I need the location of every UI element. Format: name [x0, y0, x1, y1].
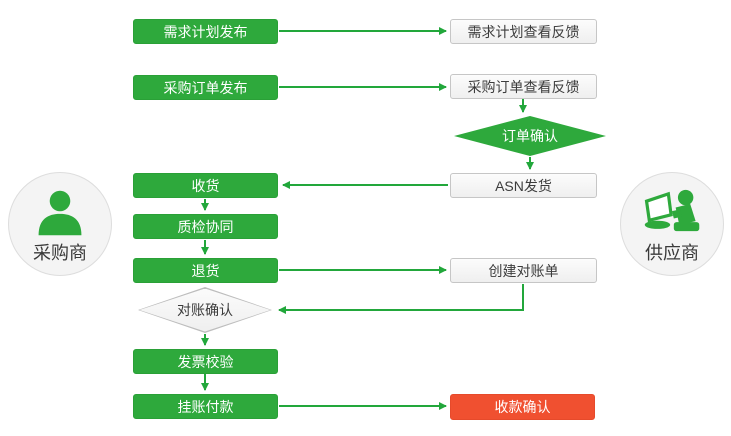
- diamond-label: 对账确认: [139, 288, 271, 332]
- flow-node-asn-ship: ASN发货: [450, 173, 597, 198]
- buyer-label: 采购商: [33, 243, 87, 263]
- flow-node-receive-goods: 收货: [133, 173, 278, 198]
- buyer-actor: 采购商: [8, 172, 112, 276]
- flow-node-payment-confirm: 收款确认: [450, 394, 595, 420]
- flow-node-demand-plan-feedback: 需求计划查看反馈: [450, 19, 597, 44]
- supplier-label: 供应商: [645, 243, 699, 263]
- flow-node-po-publish: 采购订单发布: [133, 75, 278, 100]
- flow-node-quality-collab: 质检协同: [133, 214, 278, 239]
- flow-node-order-confirm: 订单确认: [454, 116, 606, 156]
- flow-node-book-payment: 挂账付款: [133, 394, 278, 419]
- flow-node-return-goods: 退货: [133, 258, 278, 283]
- flow-node-create-statement: 创建对账单: [450, 258, 597, 283]
- flow-node-recon-confirm: 对账确认: [138, 287, 272, 333]
- flow-node-demand-plan-publish: 需求计划发布: [133, 19, 278, 44]
- flow-node-invoice-check: 发票校验: [133, 349, 278, 374]
- flow-node-po-feedback: 采购订单查看反馈: [450, 74, 597, 99]
- diamond-label: 订单确认: [454, 116, 606, 156]
- person-icon: [38, 190, 82, 236]
- person-laptop-icon: [644, 189, 700, 232]
- supplier-actor: 供应商: [620, 172, 724, 276]
